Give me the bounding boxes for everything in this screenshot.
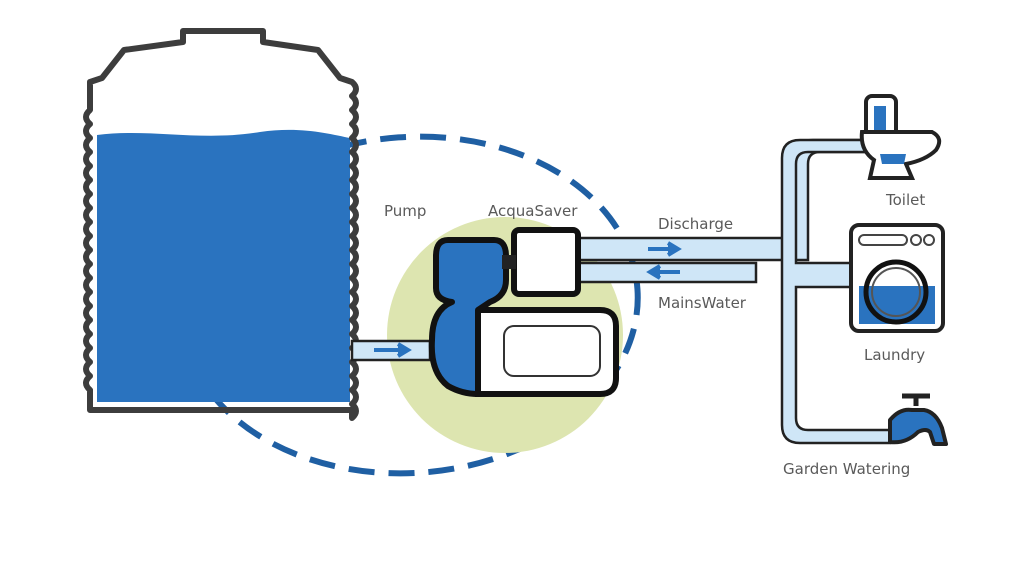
toilet-icon [859,94,942,180]
mains-water-label: MainsWater [658,294,747,312]
discharge-label: Discharge [658,215,733,233]
garden-watering-label: Garden Watering [783,460,910,478]
discharge-pipe [576,138,868,262]
flow-arrow-right-icon [648,241,682,257]
flow-arrow-left-icon [646,264,680,280]
acquasaver-unit [511,227,581,297]
flow-arrow-right-icon [374,342,412,358]
tank-outlet-pipe [350,339,432,362]
washing-machine-icon [849,223,945,333]
pump-body [428,237,509,397]
mains-water-pipe [576,261,758,284]
acquasaver-connector [502,255,516,269]
toilet-label: Toilet [885,191,925,209]
tank-water [97,129,350,402]
pump [428,237,619,397]
laundry-label: Laundry [864,346,925,364]
pump-label: Pump [384,202,426,220]
tank-outline [83,28,359,421]
water-tank [83,28,359,421]
pump-motor-window [503,325,601,377]
acquasaver-label: AcquaSaver [488,202,578,220]
garden-tap-icon [888,393,948,446]
